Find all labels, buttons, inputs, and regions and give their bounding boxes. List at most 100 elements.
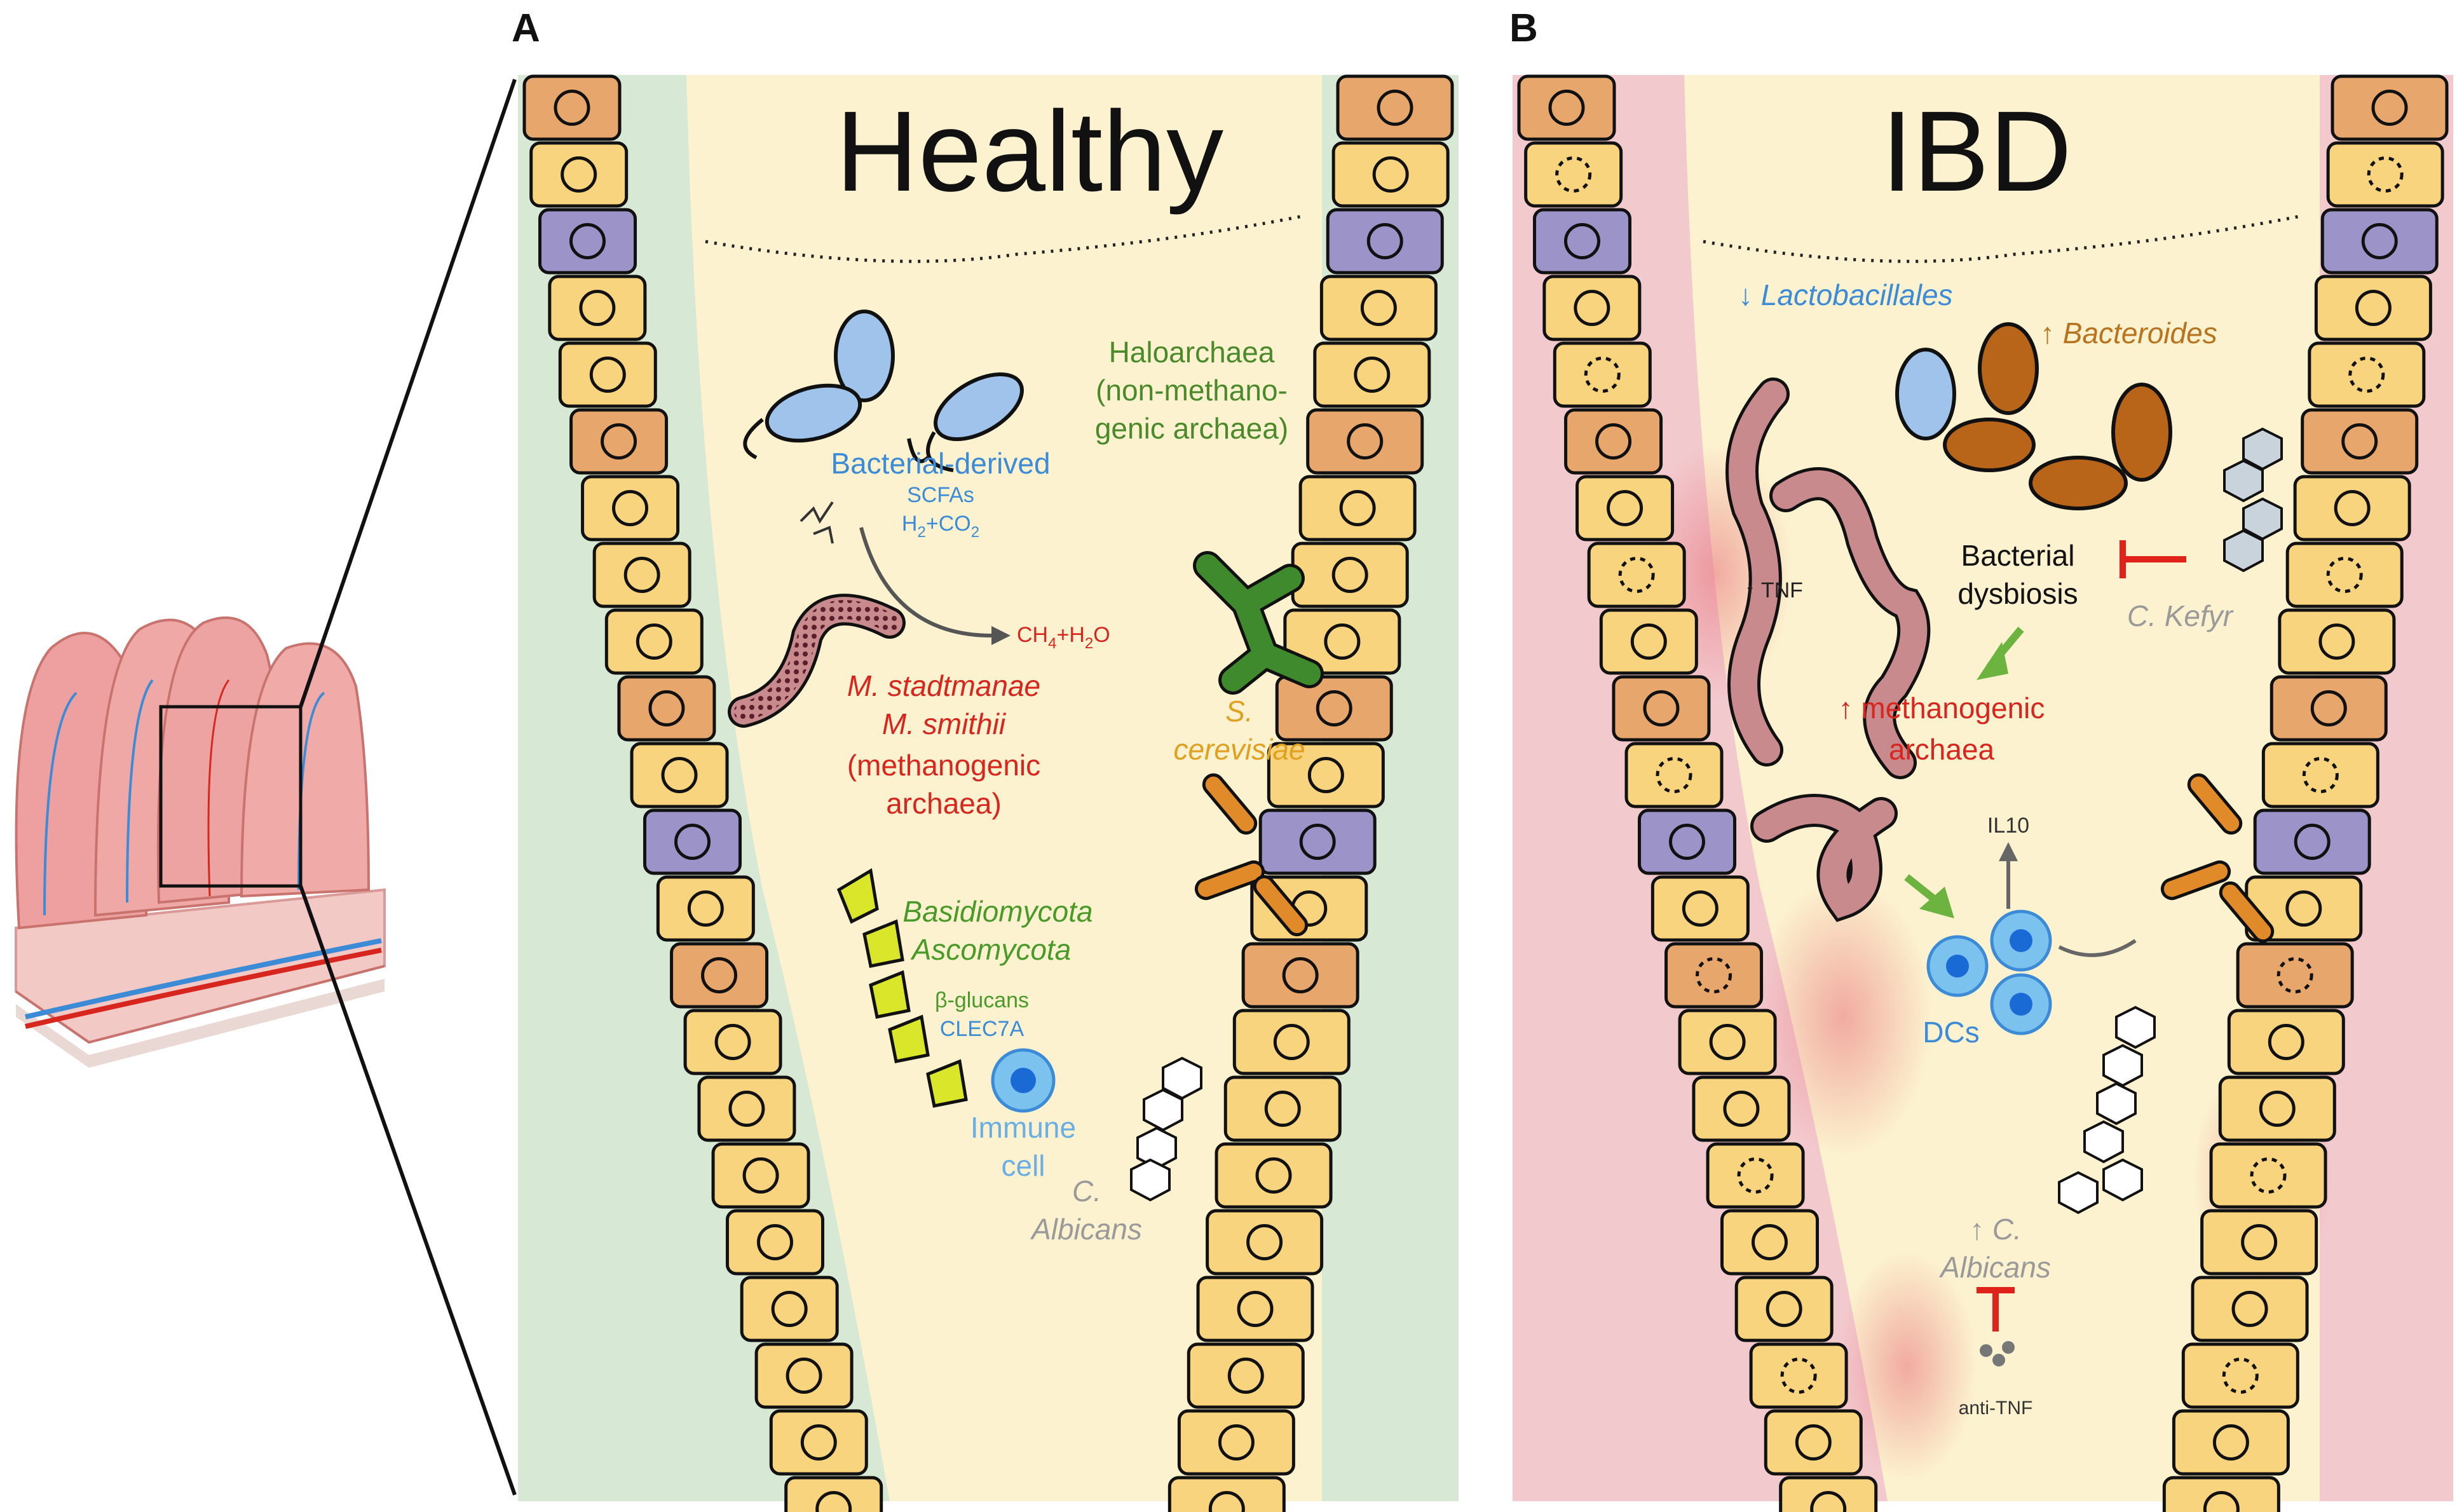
epithelial-cell: [1720, 1209, 1819, 1276]
cell-nucleus: [2302, 757, 2339, 793]
intestine-illustration: [15, 616, 386, 1068]
cell-nucleus: [687, 890, 724, 927]
cell-nucleus: [648, 690, 685, 726]
epithelial-cell: [1267, 742, 1385, 808]
cell-nucleus: [1595, 423, 1632, 460]
epithelial-cell: [529, 141, 629, 208]
epithelial-cell: [2326, 141, 2444, 208]
mucus-boundary-healthy: [705, 214, 1303, 263]
cell-nucleus: [1282, 957, 1319, 993]
epithelial-cell: [2285, 541, 2404, 608]
cell-nucleus: [1751, 1224, 1788, 1260]
cell-nucleus: [2212, 1424, 2249, 1461]
epithelial-cell: [569, 408, 669, 475]
cell-nucleus: [1780, 1358, 1817, 1394]
cell-nucleus: [1339, 490, 1376, 526]
epithelium-left-ibd: [1517, 74, 1878, 1512]
epithelial-cell: [1313, 341, 1431, 408]
epithelial-cell: [2308, 341, 2426, 408]
epithelial-cell: [2253, 808, 2371, 875]
cell-nucleus: [2326, 557, 2363, 593]
cell-nucleus: [554, 90, 590, 126]
epithelial-cell: [2162, 1476, 2280, 1512]
label-methanogenic-2: archaea): [886, 787, 1002, 820]
cell-nucleus: [1316, 690, 1352, 726]
epithelial-cell: [697, 1075, 796, 1142]
epithelial-cell: [740, 1276, 839, 1342]
cell-nucleus: [1360, 290, 1397, 326]
cell-nucleus: [1372, 156, 1409, 193]
epithelial-cell: [522, 74, 622, 141]
epithelial-cell: [1692, 1075, 1791, 1142]
label-haloarchaea: Haloarchaea: [1109, 336, 1275, 369]
epithelial-cell: [592, 541, 691, 608]
epithelial-cell: [1532, 208, 1631, 275]
cell-nucleus: [2222, 1358, 2259, 1394]
cell-nucleus: [2367, 156, 2404, 193]
epithelial-cell: [1319, 275, 1438, 341]
epithelium-right-healthy: [1167, 74, 1454, 1512]
mucus-boundary-ibd: [1703, 214, 2301, 263]
epithelial-cell: [1177, 1409, 1295, 1476]
epithelial-cell: [2270, 675, 2388, 742]
cell-nucleus: [601, 423, 637, 460]
epithelial-cell: [1553, 341, 1652, 408]
epithelial-cell: [1167, 1476, 1286, 1512]
epithelial-cell: [1336, 74, 1454, 141]
epithelial-cell: [1232, 1009, 1351, 1075]
healthy-title: Healthy: [836, 88, 1223, 215]
label-ch4-h2o: CH4+H2O: [1017, 623, 1110, 652]
panel-healthy: A Healthy Bacterial-derived SCFAs H2+CO2…: [512, 6, 1459, 1512]
cell-nucleus: [2277, 957, 2313, 993]
label-ascomycota: Ascomycota: [910, 933, 1072, 966]
cell-nucleus: [1810, 1491, 1847, 1512]
epithelial-cell: [711, 1142, 810, 1209]
cell-nucleus: [771, 1291, 808, 1327]
epithelial-cell: [1542, 275, 1642, 341]
cell-nucleus: [2259, 1091, 2296, 1127]
cell-nucleus: [1563, 223, 1600, 259]
label-anti-tnf: anti-TNF: [1959, 1398, 2033, 1419]
cell-nucleus: [1227, 1358, 1264, 1394]
label-h2-co2: H2+CO2: [902, 512, 979, 541]
epithelial-cell: [630, 742, 729, 808]
cell-nucleus: [636, 623, 672, 660]
epithelial-cell: [2191, 1276, 2309, 1342]
cell-nucleus: [623, 557, 660, 593]
zoom-line-top: [299, 79, 517, 707]
c-albicans-ibd-cluster: [2058, 1005, 2156, 1215]
cell-nucleus: [1354, 357, 1391, 393]
label-methanogenic-1: (methanogenic: [847, 749, 1040, 782]
label-c-albicans-ibd-1: ↑ C.: [1970, 1213, 2022, 1246]
label-tnf: ↑ TNF: [1745, 578, 1803, 603]
cell-nucleus: [1618, 557, 1655, 593]
epithelial-cell: [1678, 1009, 1777, 1075]
label-m-smithii: M. smithii: [882, 707, 1007, 740]
label-non-methanogenic-1: (non-methano-: [1096, 374, 1288, 407]
cell-nucleus: [1255, 1157, 1292, 1194]
epithelium-left-healthy: [522, 74, 883, 1512]
cell-nucleus: [2355, 290, 2392, 326]
epithelial-cell: [1624, 742, 1724, 808]
label-lactobacillales: ↓ Lactobacillales: [1738, 278, 1953, 311]
epithelial-cell: [1564, 408, 1663, 475]
cell-nucleus: [1324, 623, 1361, 660]
epithelial-cell: [2293, 475, 2411, 541]
cell-nucleus: [2268, 1024, 2304, 1060]
cell-nucleus: [2334, 490, 2371, 526]
epithelial-cell: [683, 1009, 782, 1075]
epithelial-cell: [1275, 675, 1393, 742]
epithelial-cell: [1223, 1075, 1342, 1142]
epithelial-cell: [1326, 208, 1444, 275]
epithelial-cell: [1637, 808, 1736, 875]
epithelial-cell: [581, 475, 680, 541]
cell-nucleus: [1643, 690, 1680, 726]
cell-nucleus: [579, 290, 616, 326]
cell-nucleus: [1555, 156, 1592, 193]
cell-nucleus: [1574, 290, 1610, 326]
methanogenic-worms: [1725, 378, 1931, 922]
cell-nucleus: [1307, 757, 1344, 793]
epithelial-cell: [670, 942, 769, 1009]
epithelial-cell: [1306, 408, 1424, 475]
cell-nucleus: [714, 1024, 751, 1060]
